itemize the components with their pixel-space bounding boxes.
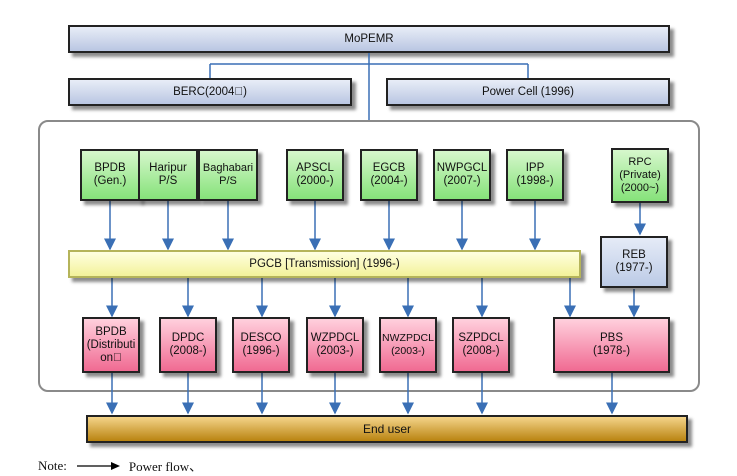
note-legend-text: Power flow、 [128,459,203,474]
gen-baghabari-box: Baghabari P/S [198,149,258,201]
gen-ipp-box: IPP (1998-) [506,149,564,201]
gen-bpdb-box: BPDB (Gen.) [80,149,140,201]
gen-egcb-box: EGCB (2004-) [360,149,418,201]
arrow-legend-icon [76,461,120,470]
power-cell-box: Power Cell (1996) [386,78,670,106]
note-prefix: Note: [38,457,67,473]
gen-rpc-box: RPC (Private) (2000~) [611,148,669,203]
reb-box: REB (1977-) [600,236,668,288]
ministry-box: MoPEMR [68,25,670,53]
dist-desco-box: DESCO (1996-) [232,317,290,373]
gen-haripur-box: Haripur P/S [138,149,198,201]
berc-box: BERC(2004 ) [68,78,352,106]
dist-wzpdcl-box: WZPDCL (2003-) [306,317,364,373]
gen-apscl-box: APSCL (2000-) [286,149,344,201]
end-user-box: End user [86,415,688,443]
dist-dpdc-box: DPDC (2008-) [159,317,217,373]
pgcb-box: PGCB [Transmission] (1996-) [68,250,581,278]
dist-pbs-box: PBS (1978-) [553,317,670,373]
dist-nwzpdcl-box: NWZPDCL (2003-) [379,317,437,373]
dist-szpdcl-box: SZPDCL (2008-) [452,317,510,373]
gen-nwpgcl-box: NWPGCL (2007-) [433,149,491,201]
legend-note: Note: Power flow、 [38,456,202,475]
sector-frame [38,120,700,392]
dist-bpdb-box: BPDB (Distributi on  [82,317,140,373]
